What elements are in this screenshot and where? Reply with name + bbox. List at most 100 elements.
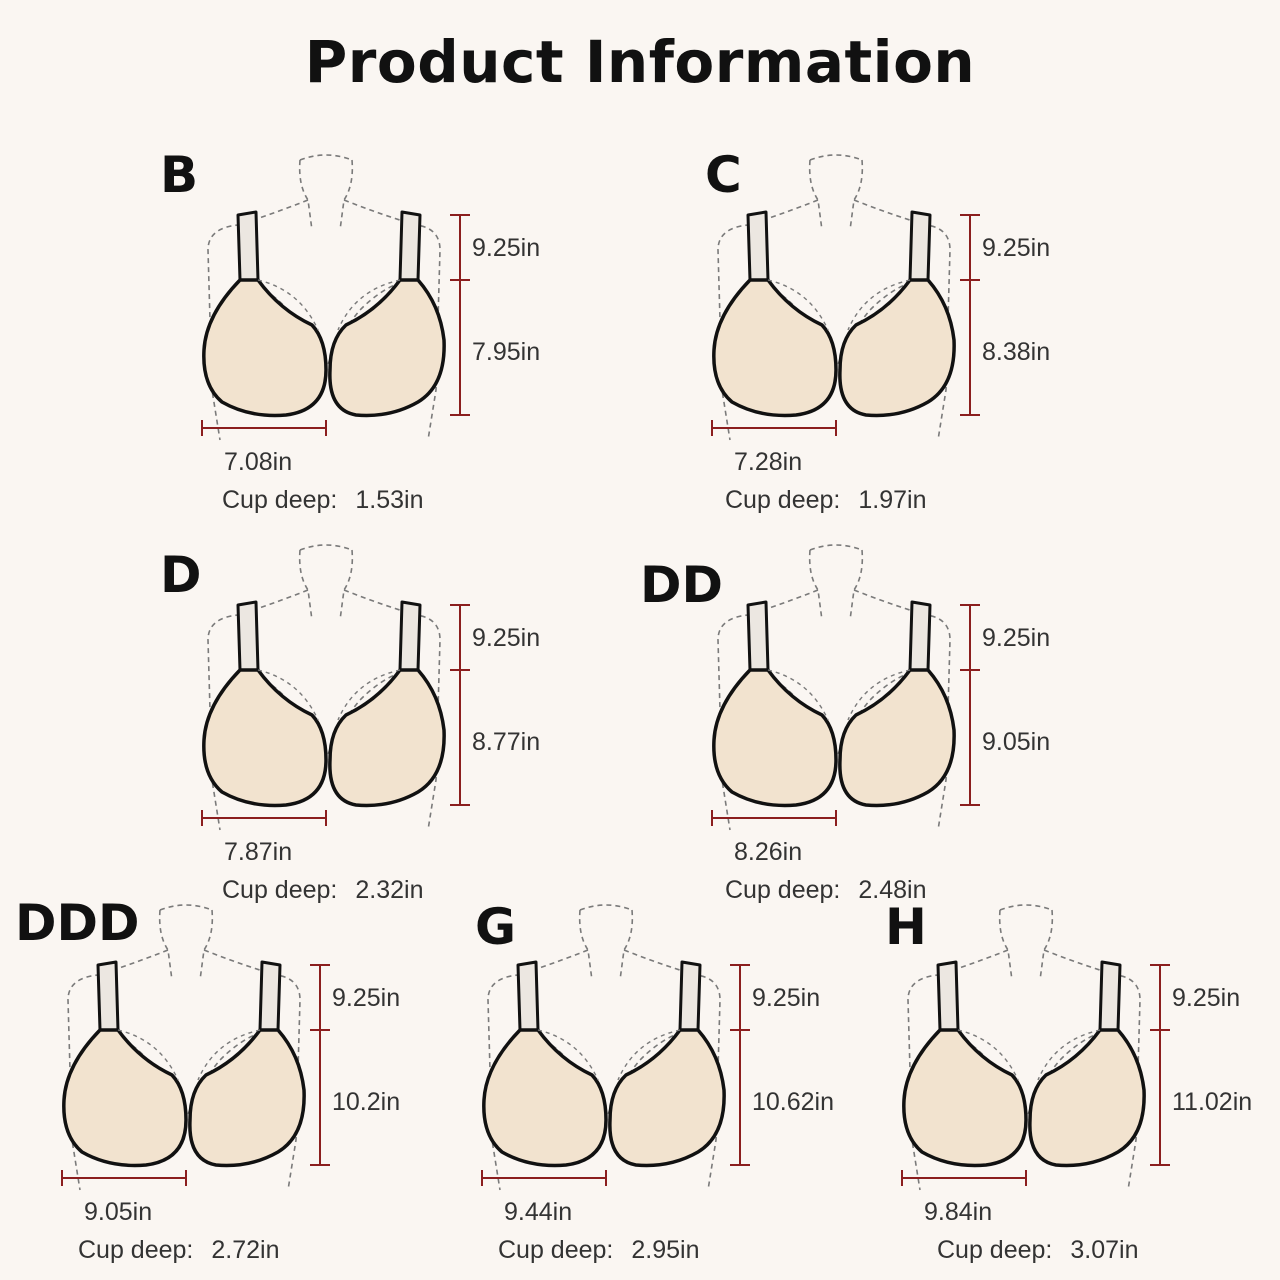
cup-depth-text: Cup deep: 3.07in <box>937 1238 1139 1263</box>
cup-depth-label: Cup deep: <box>725 486 841 514</box>
left-cup <box>902 1028 1028 1168</box>
size-label: DD <box>640 556 724 614</box>
bra-diagram <box>201 154 470 441</box>
cup-depth-label: Cup deep: <box>222 486 338 514</box>
right-strap <box>1098 960 1122 1032</box>
left-strap <box>516 960 540 1032</box>
bra-diagram <box>901 904 1170 1191</box>
right-strap <box>678 960 702 1032</box>
cup-depth-value: 1.53in <box>355 486 424 514</box>
right-cup <box>328 668 446 808</box>
cup-height-label: 7.95in <box>472 338 541 366</box>
cup-width-label: 9.05in <box>84 1198 153 1226</box>
right-cup-seam <box>337 279 401 331</box>
cup-width-label: 7.08in <box>224 448 293 476</box>
cup-height-label: 9.05in <box>982 728 1051 756</box>
left-cup <box>62 1028 188 1168</box>
left-cup-seam <box>957 1029 1019 1081</box>
horizontal-dimension-line <box>711 810 837 826</box>
left-cup-seam <box>537 1029 599 1081</box>
left-strap <box>746 600 770 672</box>
right-strap <box>908 600 932 672</box>
right-cup <box>838 668 956 808</box>
cup-depth-value: 2.48in <box>858 876 927 904</box>
horizontal-dimension-line <box>61 1170 187 1186</box>
vertical-dimension-line <box>1150 964 1170 1166</box>
cup-depth-text: Cup deep:2.95in <box>498 1238 700 1263</box>
cup-depth-value: 2.72in <box>211 1236 280 1264</box>
right-strap <box>398 600 422 672</box>
right-cup-seam <box>197 1029 261 1081</box>
strap-length-label: 9.25in <box>752 984 821 1012</box>
size-label: DDD <box>15 894 140 952</box>
left-cup <box>482 1028 608 1168</box>
right-cup <box>1028 1028 1146 1168</box>
right-cup <box>328 278 446 418</box>
vertical-dimension-line <box>730 964 750 1166</box>
cup-depth-label: Cup deep: <box>937 1236 1053 1264</box>
cup-depth-label: Cup deep: <box>725 876 841 904</box>
size-label: B <box>160 146 199 204</box>
page-title: Product Information <box>304 28 976 96</box>
strap-length-label: 9.25in <box>982 234 1051 262</box>
right-strap <box>908 210 932 282</box>
bra-diagram <box>61 904 330 1191</box>
strap-length-label: 9.25in <box>472 234 541 262</box>
size-label: C <box>705 146 742 204</box>
cup-depth-value: 2.95in <box>631 1236 700 1264</box>
horizontal-dimension-line <box>201 420 327 436</box>
right-cup-seam <box>337 669 401 721</box>
cup-depth-text: Cup deep:2.32in <box>222 878 424 903</box>
strap-length-label: 9.25in <box>1172 984 1241 1012</box>
right-cup-seam <box>617 1029 681 1081</box>
right-cup <box>608 1028 726 1168</box>
cup-width-label: 9.84in <box>924 1198 993 1226</box>
left-cup-seam <box>117 1029 179 1081</box>
horizontal-dimension-line <box>481 1170 607 1186</box>
left-cup <box>712 668 838 808</box>
cup-depth-value: 1.97in <box>858 486 927 514</box>
cup-height-label: 8.38in <box>982 338 1051 366</box>
cup-depth-value: 3.07in <box>1070 1236 1139 1264</box>
strap-length-label: 9.25in <box>982 624 1051 652</box>
strap-length-label: 9.25in <box>332 984 401 1012</box>
right-cup <box>188 1028 306 1168</box>
cup-width-label: 9.44in <box>504 1198 573 1226</box>
vertical-dimension-line <box>960 214 980 416</box>
left-cup-seam <box>257 279 319 331</box>
size-label: H <box>885 898 927 956</box>
cup-width-label: 7.28in <box>734 448 803 476</box>
left-cup-seam <box>767 279 829 331</box>
cup-depth-text: Cup deep: 1.97in <box>725 488 927 513</box>
left-cup-seam <box>257 669 319 721</box>
vertical-dimension-line <box>450 214 470 416</box>
bra-diagram <box>201 544 470 831</box>
vertical-dimension-line <box>960 604 980 806</box>
left-cup <box>712 278 838 418</box>
left-strap <box>236 210 260 282</box>
left-strap <box>936 960 960 1032</box>
cup-depth-label: Cup deep: <box>222 876 338 904</box>
cup-width-label: 7.87in <box>224 838 293 866</box>
cup-depth-label: Cup deep: <box>78 1236 194 1264</box>
horizontal-dimension-line <box>201 810 327 826</box>
size-label: D <box>160 546 202 604</box>
horizontal-dimension-line <box>901 1170 1027 1186</box>
cup-height-label: 11.02in <box>1172 1088 1253 1116</box>
size-label: G <box>475 898 517 956</box>
right-strap <box>258 960 282 1032</box>
cup-depth-text: Cup deep: 1.53in <box>222 488 424 513</box>
right-cup-seam <box>1037 1029 1101 1081</box>
horizontal-dimension-line <box>711 420 837 436</box>
left-strap <box>96 960 120 1032</box>
vertical-dimension-line <box>450 604 470 806</box>
cup-width-label: 8.26in <box>734 838 803 866</box>
right-strap <box>398 210 422 282</box>
left-strap <box>746 210 770 282</box>
